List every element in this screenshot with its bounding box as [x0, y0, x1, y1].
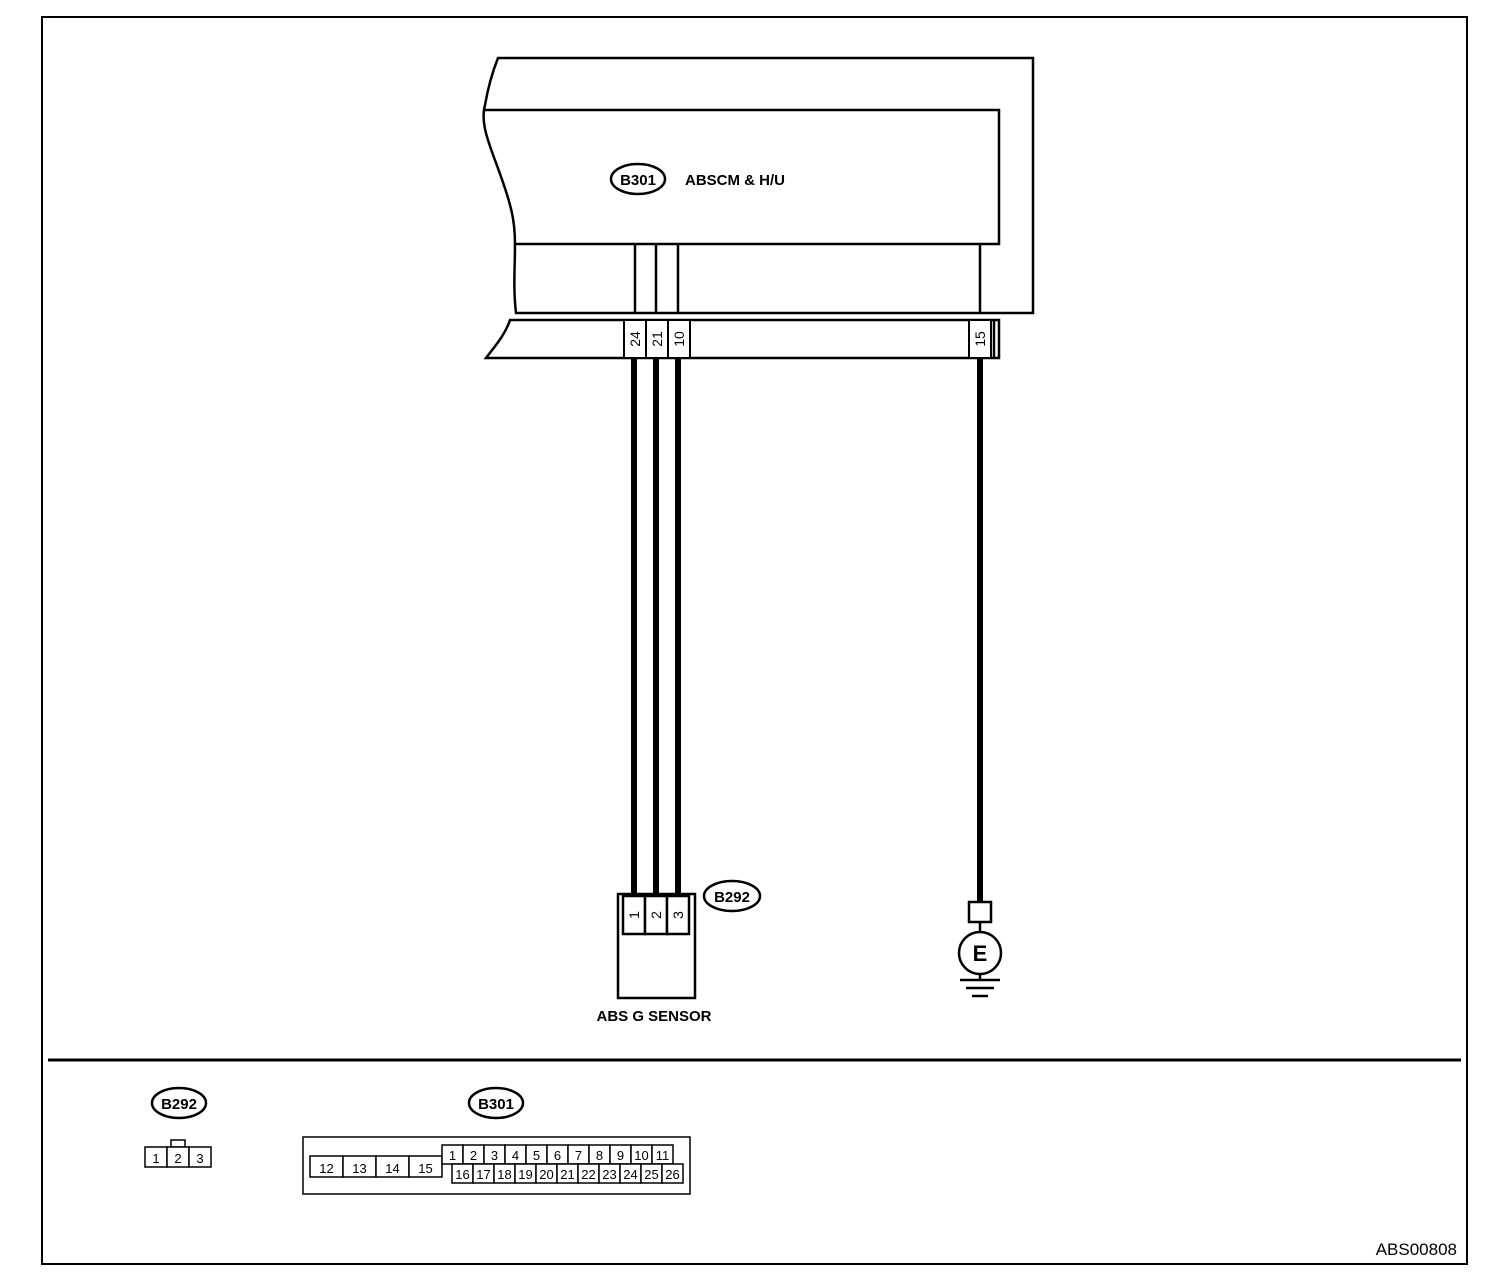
legend-b301-pin-12: 12	[319, 1161, 333, 1176]
legend-b301-pin-7: 7	[575, 1148, 582, 1163]
legend-b301-pin-19: 19	[518, 1167, 532, 1182]
sensor-connector-id: B292	[714, 889, 750, 906]
sensor-pin-1: 1	[626, 911, 642, 919]
legend-b301-pin-14: 14	[385, 1161, 399, 1176]
module-terminal-strip	[483, 318, 1001, 360]
sensor-name: ABS G SENSOR	[596, 1008, 711, 1025]
module-pin-boxes	[623, 319, 992, 359]
sensor-pin-2: 2	[648, 911, 664, 919]
legend-b301-pin-21: 21	[560, 1167, 574, 1182]
legend-b301-pin-4: 4	[512, 1148, 519, 1163]
wires	[631, 358, 983, 902]
legend-b301-pin-20: 20	[539, 1167, 553, 1182]
abs-g-sensor	[616, 892, 697, 1000]
legend-b301-pin-10: 10	[634, 1148, 648, 1163]
module-connector-id-badge: B301	[609, 162, 667, 196]
abscm-module	[482, 56, 1035, 360]
legend-b292: B292 1 2 3	[144, 1086, 212, 1168]
legend-b301-pin-13: 13	[352, 1161, 366, 1176]
legend-b292-pin-3: 3	[196, 1151, 203, 1166]
legend-b301-pin-18: 18	[497, 1167, 511, 1182]
legend-b301-pin-15: 15	[418, 1161, 432, 1176]
legend-b301-pin-1: 1	[449, 1148, 456, 1163]
module-outer-body	[482, 56, 1035, 315]
ground-label: E	[973, 941, 988, 966]
legend-b301-pin-3: 3	[491, 1148, 498, 1163]
sensor-connector-id-badge: B292	[702, 879, 762, 913]
sensor-pin-3: 3	[670, 911, 686, 919]
legend-b301-pin-26: 26	[665, 1167, 679, 1182]
module-pin-10: 10	[671, 331, 687, 347]
ground-symbol	[957, 900, 1003, 998]
legend-b301-pin-11: 11	[656, 1148, 670, 1163]
legend-b301-pin-8: 8	[596, 1148, 603, 1163]
legend-b301-pin-15-cell	[408, 1155, 443, 1178]
figure-id: ABS00808	[1376, 1240, 1457, 1259]
legend-b301-pin-2: 2	[470, 1148, 477, 1163]
module-name: ABSCM & H/U	[685, 172, 785, 189]
legend-b301-pin-24: 24	[623, 1167, 637, 1182]
legend-b301-pin-26-cell	[661, 1163, 684, 1184]
legend-b292-pin-2: 2	[174, 1151, 181, 1166]
legend-b301-pin-6: 6	[554, 1148, 561, 1163]
module-connector-id: B301	[620, 172, 656, 189]
legend-b301-pin-25: 25	[644, 1167, 658, 1182]
sensor-pin-box-3	[665, 894, 691, 936]
module-pin-15: 15	[972, 331, 988, 347]
ground-terminal	[967, 900, 993, 924]
outer-frame	[41, 16, 1468, 1265]
legend-b301-id: B301	[478, 1096, 514, 1113]
legend-b301-outline	[302, 1136, 691, 1195]
legend-b301-pin-16: 16	[455, 1167, 469, 1182]
legend-b301-pin-23: 23	[602, 1167, 616, 1182]
legend-b292-id: B292	[161, 1096, 197, 1113]
legend-b301-pin-17: 17	[476, 1167, 490, 1182]
module-inner-box	[484, 108, 1001, 246]
module-pin-21: 21	[649, 331, 665, 347]
legend-b301-pin-22: 22	[581, 1167, 595, 1182]
legend-b301-pin-9: 9	[617, 1148, 624, 1163]
legend-b301-pin-5: 5	[533, 1148, 540, 1163]
module-pin-24: 24	[627, 331, 643, 347]
legend-b292-pin-1: 1	[152, 1151, 159, 1166]
